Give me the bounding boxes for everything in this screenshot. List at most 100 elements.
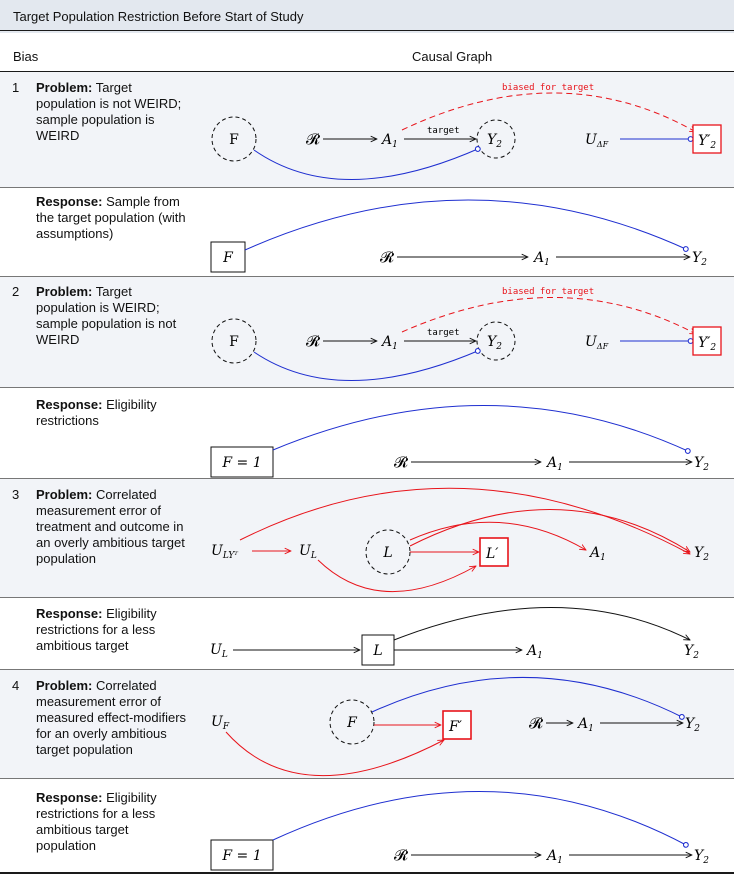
- label-biased: biased for target: [502, 83, 594, 93]
- node-F-box: [210, 241, 246, 273]
- node-F-circle: [211, 318, 257, 364]
- node-A1: A1: [380, 334, 398, 352]
- node-R: 𝓡: [394, 453, 409, 471]
- column-header-bias: Bias: [13, 49, 39, 64]
- node-F: F: [222, 250, 234, 266]
- node-F1-box: [210, 446, 274, 478]
- graph-4-response: F = 1 𝓡 A1 Y2: [210, 791, 709, 871]
- edge-L-Y2: [393, 607, 690, 641]
- node-Lp: L′: [485, 546, 499, 562]
- node-Y2: Y2: [694, 848, 709, 866]
- row-number: 1: [12, 80, 20, 95]
- separator: [0, 778, 734, 779]
- edge-F-Y2: [371, 676, 685, 720]
- edge-F-Y2: [253, 348, 481, 381]
- node-L: L: [372, 643, 382, 659]
- node-L: L: [382, 545, 392, 561]
- node-U-LYT: ULYᵀ: [211, 543, 239, 561]
- row-number: 2: [12, 284, 20, 299]
- edge-F1-Y2: [272, 791, 689, 848]
- label-target: target: [427, 328, 460, 338]
- problem-text: Problem: Target population is not WEIRD;…: [36, 80, 182, 143]
- separator: [0, 187, 734, 188]
- edge-ULYT-Y2: [239, 487, 690, 554]
- node-F1: F = 1: [221, 848, 261, 864]
- separator: [0, 597, 734, 598]
- edge-F1-Y2: [272, 405, 691, 454]
- node-F1: F = 1: [221, 455, 261, 471]
- rule-bottom: [0, 872, 734, 874]
- label-target: target: [427, 126, 460, 136]
- node-L-box: [361, 634, 395, 666]
- column-header-causal-graph: Causal Graph: [412, 49, 493, 64]
- node-Y2p: Y′2: [698, 335, 716, 353]
- response-text: Response: Eligibility restrictions for a…: [36, 790, 157, 853]
- node-U-F: UF: [211, 714, 230, 732]
- node-A1: A1: [545, 455, 563, 473]
- edge-biased: [401, 92, 696, 132]
- node-Y2: Y2: [692, 250, 707, 268]
- node-U-dF: UΔF: [585, 132, 609, 149]
- separator: [0, 478, 734, 479]
- table-caption: Target Population Restriction Before Sta…: [13, 9, 304, 24]
- node-U-L: UL: [210, 642, 228, 660]
- graph-3-response: UL L A1 Y2: [210, 607, 699, 666]
- node-Y2: Y2: [487, 334, 502, 352]
- node-R: 𝓡: [306, 130, 321, 148]
- graph-1-response: F 𝓡 A1 Y2: [210, 199, 707, 273]
- rule-top: [0, 30, 734, 31]
- row-3-problem-band: [0, 478, 734, 597]
- edge-UF-Fp: [225, 731, 444, 776]
- node-F: F: [229, 334, 239, 350]
- label-biased: biased for target: [502, 287, 594, 297]
- edge-UL-Lp: [317, 559, 476, 592]
- separator: [0, 387, 734, 388]
- node-Y2p-box: [692, 326, 722, 356]
- separator: [0, 669, 734, 670]
- node-F-circle: [329, 699, 375, 745]
- node-R: 𝓡: [306, 332, 321, 350]
- row-number: 3: [12, 487, 20, 502]
- row-2-problem-band: [0, 276, 734, 387]
- graph-2-problem: F 𝓡 A1 target Y2 biased for target UΔF Y…: [211, 287, 722, 381]
- graph-3-problem: ULYᵀ UL L L′ A1 Y2: [211, 487, 709, 592]
- edge-L-Y2: [409, 509, 690, 552]
- node-Fp: F′: [448, 719, 463, 735]
- graph-1-problem: F 𝓡 A1 target Y2 biased for target UΔF Y…: [211, 83, 722, 180]
- problem-text: Problem: Correlated measurement error of…: [36, 487, 185, 566]
- node-A1: A1: [576, 716, 594, 734]
- edge-L-A1: [409, 521, 586, 550]
- node-Y2-circle: [476, 119, 516, 159]
- response-text: Response: Eligibility restrictions for a…: [36, 606, 157, 653]
- response-text: Response: Sample from the target populat…: [36, 194, 186, 241]
- node-Y2p-box: [692, 124, 722, 154]
- node-A1: A1: [532, 250, 550, 268]
- problem-text: Problem: Correlated measurement error of…: [36, 678, 187, 757]
- node-A1: A1: [545, 848, 563, 866]
- node-A1: A1: [525, 643, 543, 661]
- node-Y2: Y2: [685, 716, 700, 734]
- node-A1: A1: [588, 545, 606, 563]
- response-text: Response: Eligibility restrictions: [36, 397, 157, 428]
- node-R: 𝓡: [394, 846, 409, 864]
- node-Lp-box: [479, 537, 509, 567]
- node-Y2: Y2: [694, 455, 709, 473]
- node-U-dF: UΔF: [585, 334, 609, 351]
- rule-header: [0, 71, 734, 72]
- node-Y2: Y2: [684, 643, 699, 661]
- graph-2-response: F = 1 𝓡 A1 Y2: [210, 405, 709, 478]
- node-A1: A1: [380, 132, 398, 150]
- node-Y2p: Y′2: [698, 133, 716, 151]
- node-F: F: [346, 715, 358, 731]
- problem-text: Problem: Target population is WEIRD; sam…: [36, 284, 177, 347]
- node-Y2: Y2: [694, 545, 709, 563]
- node-F-circle: [211, 116, 257, 162]
- node-Y2: Y2: [487, 132, 502, 150]
- caption-band: [0, 0, 734, 33]
- graph-4-problem: UF F F′ 𝓡 A1 Y2: [211, 676, 700, 776]
- edge-F-Y2: [253, 146, 481, 180]
- node-R: 𝓡: [529, 714, 544, 732]
- edge-F-Y2: [244, 199, 689, 252]
- node-Fp-box: [442, 710, 472, 740]
